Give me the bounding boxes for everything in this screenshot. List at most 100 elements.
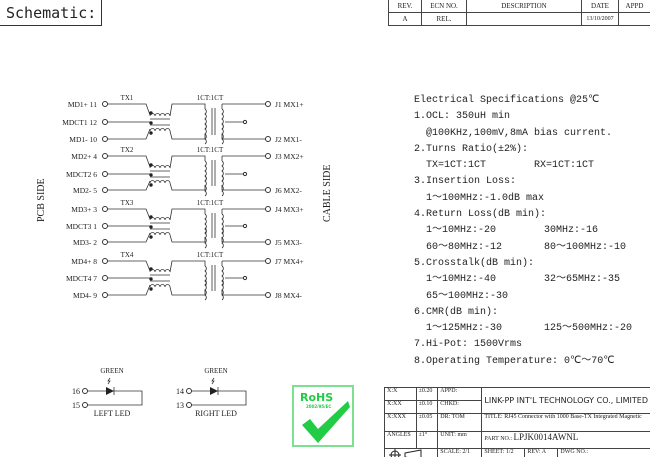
pin-label: MDCT1 12 — [62, 118, 97, 127]
polarity-dot — [149, 287, 153, 291]
pin-terminal — [102, 239, 108, 245]
pin-label: MDCT3 1 — [66, 222, 97, 231]
led-label: RIGHT LED — [195, 409, 237, 418]
polarity-dot — [149, 225, 153, 229]
choke-coil — [149, 284, 171, 288]
choke-coil — [149, 165, 171, 169]
wire — [169, 182, 206, 191]
led-pin-label: 13 — [176, 401, 184, 410]
pin-label: MD4- 9 — [73, 291, 97, 300]
tol-label: X:XXX — [384, 413, 417, 432]
chkd-field: CHKD: — [437, 400, 483, 414]
pin-label: J4 MX3+ — [275, 205, 304, 214]
scale-value: 2/1 — [462, 449, 471, 455]
spec-line: 1～10MHz:-20 30MHz:-16 — [414, 225, 599, 237]
title-field: TITLE: RJ45 Connector with 1000 Base-TX … — [481, 413, 650, 432]
spec-line: Electrical Specifications @25℃ — [414, 95, 600, 106]
polarity-dot — [149, 163, 153, 167]
led-pin-terminal — [186, 388, 192, 394]
channel-tx-label: TX4 — [121, 251, 134, 259]
pin-label: J1 MX1+ — [275, 100, 304, 109]
polarity-dot — [149, 131, 153, 135]
pin-label: J2 MX1- — [275, 135, 302, 144]
led-pin-label: 14 — [176, 387, 184, 396]
rohs-title: RoHS — [300, 391, 334, 404]
pin-terminal — [265, 239, 271, 245]
polarity-dot — [149, 121, 153, 125]
pin-label: J3 MX2+ — [275, 152, 304, 161]
tol-label: X:XX — [384, 400, 417, 414]
unit-field: UNIT: mm — [437, 431, 483, 449]
wire — [107, 103, 151, 116]
pin-terminal — [102, 119, 108, 125]
cable-side-label: CABLE SIDE — [322, 164, 333, 223]
polarity-dot — [149, 235, 153, 239]
spec-line: 8.Operating Temperature: 0℃～70℃ — [414, 355, 615, 367]
projection-icon — [389, 449, 422, 457]
center-tap-terminal — [242, 275, 248, 281]
pin-terminal — [265, 206, 271, 212]
dr-label: DR: — [440, 414, 451, 420]
wire — [169, 130, 206, 140]
checkmark-icon — [302, 401, 350, 443]
wire — [107, 232, 151, 243]
spec-line: 3.Insertion Loss: — [414, 176, 517, 188]
led-wire — [87, 390, 143, 406]
scale-label: SCALE: — [440, 449, 461, 455]
tol-value: ±0.10 — [415, 400, 439, 414]
revision-header-row: REV. ECN NO. DESCRIPTION DATE APPD — [388, 0, 650, 13]
led-diode-icon — [106, 387, 114, 395]
ratio-label: 1CT:1CT — [197, 251, 224, 259]
wire — [107, 284, 151, 296]
polarity-dot — [149, 215, 153, 219]
pin-label: J5 MX3- — [275, 238, 302, 247]
ratio-label: 1CT:1CT — [197, 199, 224, 207]
revision-table: REV. ECN NO. DESCRIPTION DATE APPD A REL… — [388, 0, 650, 26]
title-value: RJ45 Connector with 1000 Base-TX Integra… — [504, 414, 642, 420]
primary-coil — [204, 227, 207, 249]
pin-terminal — [102, 171, 108, 177]
pin-label: MD1- 10 — [69, 135, 97, 144]
polarity-dot — [149, 183, 153, 187]
polarity-dot — [149, 173, 153, 177]
led-diode-icon — [210, 387, 218, 395]
pin-terminal — [102, 153, 108, 159]
led-pin-terminal — [186, 402, 192, 408]
spec-line: 2.Turns Ratio(±2%): — [414, 143, 529, 155]
led-pin-terminal — [82, 388, 88, 394]
led-pin-label: 16 — [72, 387, 80, 396]
pin-terminal — [265, 153, 271, 159]
pin-label: MD3- 2 — [73, 238, 97, 247]
spec-line: TX=1CT:1CT RX=1CT:1CT — [414, 160, 595, 172]
spec-line: @100KHz,100mV,8mA bias current. — [414, 127, 613, 139]
spec-line: 5.Crosstalk(dB min): — [414, 257, 535, 269]
projection-symbol — [383, 448, 439, 457]
title-block: X:X ±0.20 APPD: LINK-PP INT'L TECHNOLOGY… — [383, 387, 650, 457]
spec-line: 6.CMR(dB min): — [414, 306, 499, 318]
pin-label: MD3+ 3 — [71, 205, 97, 214]
pin-terminal — [265, 187, 271, 193]
light-emission-icon — [107, 377, 111, 385]
wire — [169, 208, 206, 221]
title-label: TITLE: — [484, 414, 503, 420]
light-emission-icon — [211, 377, 215, 385]
channel-tx-label: TX1 — [121, 94, 134, 102]
wire — [169, 260, 206, 273]
wire — [169, 155, 206, 169]
pin-terminal — [102, 101, 108, 107]
pin-label: J7 MX4+ — [275, 257, 304, 266]
pin-label: MD4+ 8 — [71, 257, 97, 266]
choke-coil — [149, 217, 171, 221]
pin-label: MD2+ 4 — [71, 152, 97, 161]
pin-terminal — [102, 206, 108, 212]
polarity-dot — [149, 277, 153, 281]
spec-line: 65～100MHz:-30 — [414, 290, 509, 302]
pin-label: J8 MX4- — [275, 291, 302, 300]
tol-label: ANGLES — [384, 431, 417, 449]
sheet-label: SHEET: — [484, 449, 505, 455]
pin-terminal — [265, 258, 271, 264]
pin-terminal — [102, 258, 108, 264]
tol-label: X:X — [384, 387, 417, 401]
spec-line: 60～80MHz:-12 80～100MHz:-10 — [414, 241, 627, 253]
